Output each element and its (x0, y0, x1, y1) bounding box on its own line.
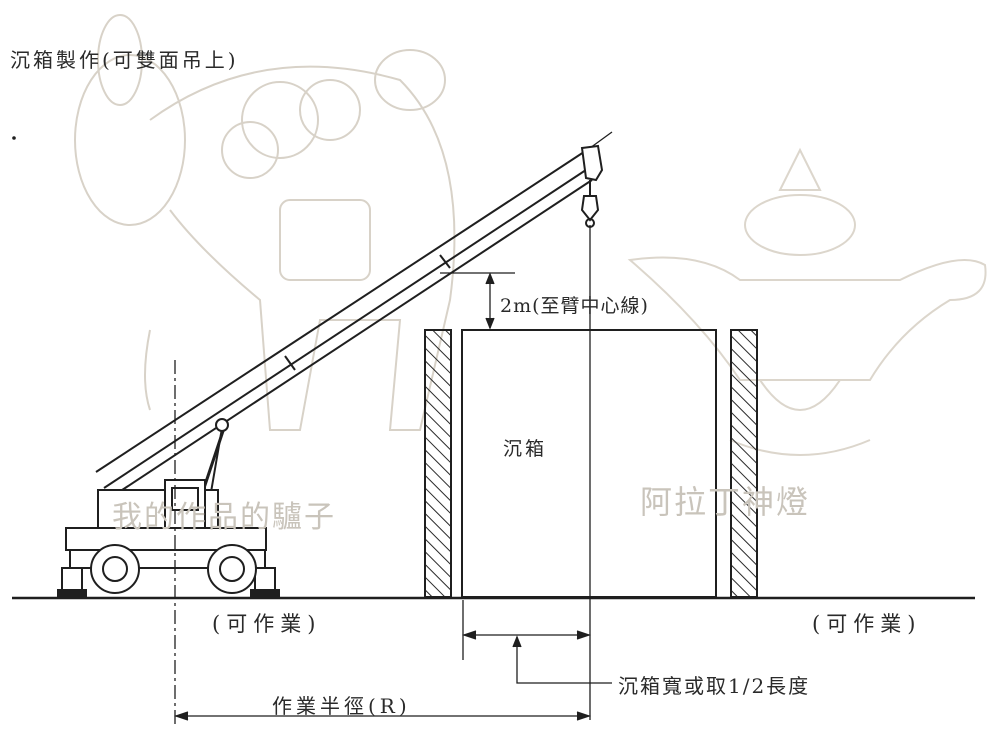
watermark-left: 我的作品的驢子 (112, 500, 336, 535)
donkey-watermark (74, 14, 456, 431)
caisson (424, 329, 758, 598)
half-width-dimension (461, 600, 612, 684)
caisson-right-wall (730, 329, 758, 598)
hook-icon (580, 144, 604, 228)
crane (57, 131, 613, 598)
crane-wheel-rear (207, 544, 257, 594)
caisson-left-wall (424, 329, 452, 598)
watermark-right: 阿拉丁神燈 (640, 483, 811, 521)
work-left-label: (可作業) (212, 612, 322, 636)
caisson-label: 沉箱 (503, 438, 548, 460)
diagram-title: 沉箱製作(可雙面吊上) (10, 48, 239, 72)
crane-wheel-front (90, 544, 140, 594)
radius-label: 作業半徑(R) (272, 694, 411, 718)
clearance-dimension (440, 272, 515, 330)
stray-dot (12, 136, 16, 140)
caisson-body (461, 329, 717, 598)
crane-boom (95, 131, 613, 499)
radius-dimension (173, 711, 592, 721)
clearance-label: 2m(至臂中心線) (500, 295, 649, 317)
work-right-label: (可作業) (812, 612, 922, 636)
width-note-label: 沉箱寬或取1/2長度 (618, 674, 811, 698)
lamp-watermark (627, 147, 987, 456)
